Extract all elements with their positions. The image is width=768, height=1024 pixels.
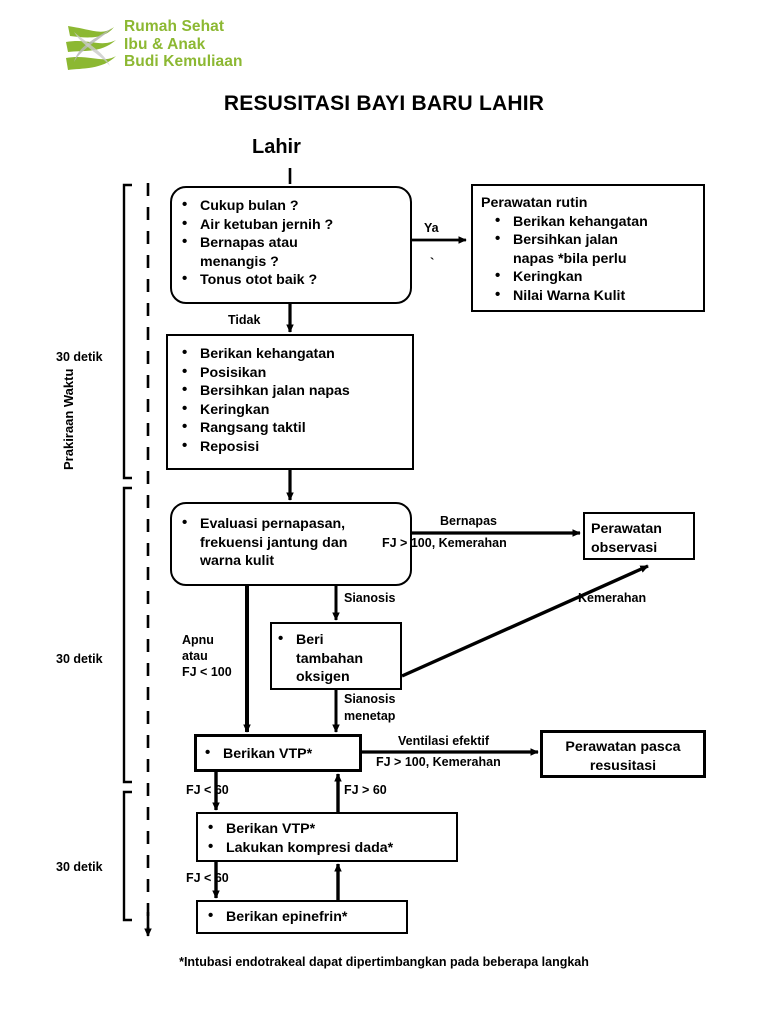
vtp-compression-item: Lakukan kompresi dada* xyxy=(204,838,452,858)
initial-steps-item: Reposisi xyxy=(178,437,406,457)
edge-label-sianosis-menetap-1: Sianosis xyxy=(344,692,396,706)
time-label-30-detik-3: 30 detik xyxy=(56,860,103,874)
edge-label-bernapas-1: Bernapas xyxy=(440,514,497,528)
post-resuscitation-care-box[interactable]: Perawatan pasca resusitasi xyxy=(540,730,706,778)
assessment-item: Bernapas atau xyxy=(178,233,402,253)
epinephrine-item: Berikan epinefrin* xyxy=(204,907,402,927)
brand-logo-text: Rumah Sehat Ibu & Anak Budi Kemuliaan xyxy=(124,18,243,71)
evaluation-item-cont: warna kulit xyxy=(200,553,275,569)
edge-label-kemerahan: Kemerahan xyxy=(578,591,647,605)
vtp-compression-item: Berikan VTP* xyxy=(204,819,452,839)
wire-kemerahan xyxy=(401,564,649,678)
routine-care-heading: Perawatan rutin xyxy=(481,195,588,211)
bracket-segment-2 xyxy=(122,486,132,784)
edge-label-apnu-1: Apnu xyxy=(182,633,214,647)
start-label: Lahir xyxy=(252,136,301,158)
routine-care-item: Berikan kehangatan xyxy=(491,212,697,232)
edge-label-sianosis: Sianosis xyxy=(344,591,396,605)
edge-label-ventilasi-1: Ventilasi efektif xyxy=(398,734,490,748)
initial-steps-item: Posisikan xyxy=(178,363,406,383)
observation-care-line: observasi xyxy=(591,539,658,556)
supplemental-oxygen-box[interactable]: Beri tambahan oksigen xyxy=(270,622,402,690)
brand-logo: Rumah Sehat Ibu & Anak Budi Kemuliaan xyxy=(60,16,350,86)
ribbon-logo-icon xyxy=(66,26,116,70)
assessment-item: Air ketuban jernih ? xyxy=(178,215,402,235)
edge-label-tidak: Tidak xyxy=(228,313,261,327)
evaluation-box[interactable]: Evaluasi pernapasan, frekuensi jantung d… xyxy=(170,502,412,586)
oxygen-item-cont: tambahan xyxy=(296,650,364,667)
post-resus-line: Perawatan pasca xyxy=(565,739,681,755)
assessment-item: Tonus otot baik ? xyxy=(178,270,402,290)
initial-steps-box[interactable]: Berikan kehangatan Posisikan Bersihkan j… xyxy=(166,334,414,470)
initial-assessment-box[interactable]: Cukup bulan ? Air ketuban jernih ? Berna… xyxy=(170,186,412,304)
routine-care-item: Nilai Warna Kulit xyxy=(491,286,697,306)
post-resus-line: resusitasi xyxy=(589,757,657,774)
routine-care-item-cont: napas *bila perlu xyxy=(513,250,627,267)
logo-line-2: Ibu & Anak xyxy=(124,35,206,53)
evaluation-item-cont: frekuensi jantung dan xyxy=(200,534,348,551)
edge-label-apnu-3: FJ < 100 xyxy=(182,665,232,679)
edge-tick-mark: ` xyxy=(430,255,435,270)
edge-label-apnu-2: atau xyxy=(182,649,208,663)
logo-line-3: Budi Kemuliaan xyxy=(124,53,243,70)
time-label-30-detik-1: 30 detik xyxy=(56,350,103,364)
evaluation-item: Evaluasi pernapasan, xyxy=(178,514,402,534)
assessment-item: Cukup bulan ? xyxy=(178,196,402,216)
edge-label-fj-lt-60-b: FJ < 60 xyxy=(186,871,229,885)
oxygen-item: Beri xyxy=(274,630,396,650)
edge-label-ventilasi-2: FJ > 100, Kemerahan xyxy=(376,755,501,769)
edge-label-sianosis-menetap-2: menetap xyxy=(344,709,396,723)
footnote: *Intubasi endotrakeal dapat dipertimbang… xyxy=(179,955,589,969)
routine-care-item: Keringkan xyxy=(491,267,697,287)
edge-label-fj-gt-60: FJ > 60 xyxy=(344,783,387,797)
give-vtp-box[interactable]: Berikan VTP* xyxy=(194,734,362,772)
bracket-segment-3 xyxy=(122,790,132,922)
time-axis-label: Prakiraan Waktu xyxy=(61,368,76,470)
observation-care-line: Perawatan xyxy=(591,521,662,537)
vtp-compression-box[interactable]: Berikan VTP* Lakukan kompresi dada* xyxy=(196,812,458,862)
vtp-item: Berikan VTP* xyxy=(201,744,355,764)
observation-care-box[interactable]: Perawatan observasi xyxy=(583,512,695,560)
initial-steps-item: Rangsang taktil xyxy=(178,418,406,438)
epinephrine-box[interactable]: Berikan epinefrin* xyxy=(196,900,408,934)
initial-steps-item: Berikan kehangatan xyxy=(178,344,406,364)
oxygen-item-cont: oksigen xyxy=(296,669,350,685)
page-title: RESUSITASI BAYI BARU LAHIR xyxy=(223,92,545,115)
initial-steps-item: Bersihkan jalan napas xyxy=(178,381,406,401)
routine-care-box[interactable]: Perawatan rutin Berikan kehangatan Bersi… xyxy=(471,184,705,312)
edge-label-bernapas-2: FJ > 100, Kemerahan xyxy=(382,536,507,550)
initial-steps-item: Keringkan xyxy=(178,400,406,420)
routine-care-item: Bersihkan jalan xyxy=(491,230,697,250)
edge-label-ya: Ya xyxy=(424,221,439,235)
assessment-item-cont: menangis ? xyxy=(200,253,279,270)
bracket-segment-1 xyxy=(122,183,132,480)
edge-label-fj-lt-60-a: FJ < 60 xyxy=(186,783,229,797)
logo-line-1: Rumah Sehat xyxy=(124,18,225,35)
time-label-30-detik-2: 30 detik xyxy=(56,652,103,666)
